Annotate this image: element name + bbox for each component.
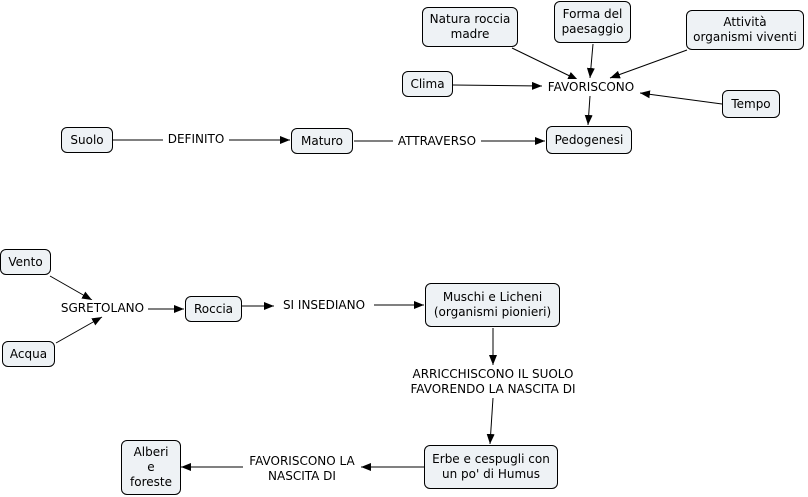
link-attraverso: ATTRAVERSO — [393, 133, 481, 149]
concept-roccia[interactable]: Roccia — [185, 296, 242, 322]
concept-alberi-e-foreste[interactable]: Alberi e foreste — [121, 440, 181, 495]
edge-vento-sgretolano — [49, 275, 93, 301]
concept-pedogenesi[interactable]: Pedogenesi — [546, 126, 632, 154]
link-arricchiscono: ARRICCHISCONO IL SUOLO FAVORENDO LA NASC… — [405, 366, 581, 398]
concept-erbe-e-cespugli[interactable]: Erbe e cespugli con un po' di Humus — [424, 445, 558, 489]
link-favoriscono: FAVORISCONO — [542, 79, 640, 95]
edge-forma-favoriscono — [586, 43, 595, 79]
link-si-insediano: SI INSEDIANO — [274, 297, 374, 313]
concept-suolo[interactable]: Suolo — [61, 127, 113, 153]
edge-clima-favoriscono — [452, 81, 543, 90]
edge-attivita-favoriscono — [609, 49, 688, 79]
edge-natura-favoriscono — [511, 47, 579, 81]
link-definito: DEFINITO — [163, 131, 229, 147]
concept-tempo[interactable]: Tempo — [722, 90, 780, 118]
edge-favoriscono-pedogenesi — [584, 95, 593, 126]
concept-muschi-e-licheni[interactable]: Muschi e Licheni (organismi pionieri) — [425, 283, 560, 327]
link-favoriscono-la-nascita-di: FAVORISCONO LA NASCITA DI — [243, 453, 361, 485]
link-sgretolano: SGRETOLANO — [57, 300, 148, 316]
concept-clima[interactable]: Clima — [402, 71, 453, 97]
concept-forma-del-paesaggio[interactable]: Forma del paesaggio — [554, 1, 631, 43]
edge-arricchiscono-erbe — [486, 397, 495, 445]
concept-acqua[interactable]: Acqua — [2, 341, 55, 367]
concept-maturo[interactable]: Maturo — [291, 128, 353, 154]
concept-attivita-organismi-viventi[interactable]: Attività organismi viventi — [686, 10, 804, 50]
edge-tempo-favoriscono — [639, 90, 723, 105]
concept-vento[interactable]: Vento — [0, 249, 51, 275]
concept-natura-roccia-madre[interactable]: Natura roccia madre — [422, 7, 518, 47]
edge-acqua-sgretolano — [55, 316, 103, 344]
